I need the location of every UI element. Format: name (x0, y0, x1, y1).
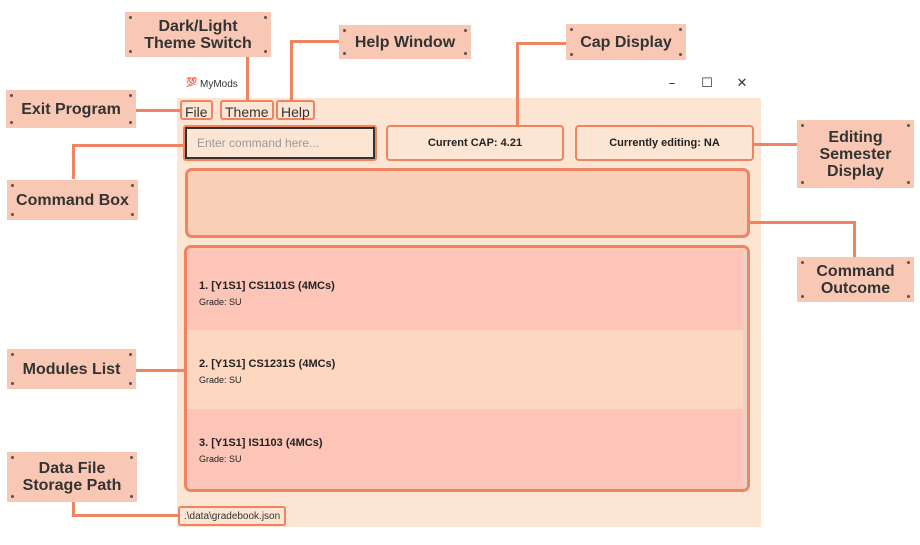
connector-line (246, 55, 249, 100)
connector-line (72, 144, 185, 147)
annotation-exit-program: Exit Program (6, 90, 136, 128)
annotation-command-outcome: Command Outcome (797, 257, 914, 302)
modules-list[interactable]: 1. [Y1S1] CS1101S (4MCs) Grade: SU 2. [Y… (184, 245, 750, 492)
connector-line (135, 109, 181, 112)
annotation-help-window: Help Window (339, 25, 471, 59)
connector-line (290, 40, 340, 43)
module-title: 1. [Y1S1] CS1101S (4MCs) (199, 280, 335, 292)
annotation-command-box: Command Box (7, 180, 138, 220)
connector-line (516, 42, 519, 125)
connector-line (516, 42, 568, 45)
module-grade: Grade: SU (199, 454, 242, 464)
module-title: 3. [Y1S1] IS1103 (4MCs) (199, 437, 323, 449)
connector-line (290, 40, 293, 100)
data-file-path: .\data\gradebook.json (178, 506, 287, 526)
annotation-text: Editing Semester Display (819, 128, 892, 180)
module-grade: Grade: SU (199, 375, 242, 385)
annotation-editing-semester: Editing Semester Display (797, 120, 914, 188)
menu-theme[interactable]: Theme (220, 100, 274, 120)
annotation-text: Dark/Light Theme Switch (144, 17, 252, 52)
list-item[interactable]: 2. [Y1S1] CS1231S (4MCs) Grade: SU (187, 330, 743, 409)
command-box[interactable] (185, 127, 375, 159)
annotation-text: Modules List (22, 360, 121, 378)
annotation-cap-display: Cap Display (566, 24, 686, 60)
editing-semester-display: Currently editing: NA (575, 125, 754, 161)
connector-line (72, 500, 75, 517)
menu-bar (177, 98, 761, 122)
menu-file[interactable]: File (180, 100, 213, 120)
command-input[interactable] (187, 129, 373, 157)
list-scrollbar[interactable] (744, 250, 747, 489)
minimize-icon[interactable]: – (668, 76, 676, 91)
menu-help[interactable]: Help (276, 100, 315, 120)
connector-line (853, 221, 856, 257)
command-outcome-box (185, 168, 750, 238)
module-title: 2. [Y1S1] CS1231S (4MCs) (199, 358, 336, 370)
connector-line (750, 221, 856, 224)
annotation-text: Command Box (16, 191, 129, 209)
close-icon[interactable]: ✕ (736, 76, 748, 91)
annotation-data-path: Data File Storage Path (7, 452, 137, 502)
annotation-text: Exit Program (21, 100, 121, 118)
maximize-icon[interactable]: ☐ (701, 76, 713, 91)
cap-display: Current CAP: 4.21 (386, 125, 564, 161)
connector-line (72, 514, 178, 517)
editing-display-text: Currently editing: NA (609, 137, 720, 149)
annotation-theme-switch: Dark/Light Theme Switch (125, 12, 271, 57)
module-grade: Grade: SU (199, 297, 242, 307)
command-box-outline (183, 125, 377, 161)
annotation-text: Help Window (354, 33, 456, 51)
status-bar (177, 505, 761, 527)
annotation-text: Data File Storage Path (22, 460, 122, 494)
connector-line (754, 143, 800, 146)
annotation-text: Cap Display (580, 33, 672, 51)
list-item[interactable]: 3. [Y1S1] IS1103 (4MCs) Grade: SU (187, 409, 743, 489)
window-title: MyMods (200, 79, 238, 90)
list-item[interactable]: 1. [Y1S1] CS1101S (4MCs) Grade: SU (187, 250, 743, 330)
cap-display-text: Current CAP: 4.21 (427, 137, 523, 149)
connector-line (135, 369, 184, 372)
connector-line (72, 144, 75, 179)
title-bar (177, 72, 761, 98)
annotation-text: Command Outcome (816, 262, 895, 297)
app-logo-icon: 💯 (186, 78, 198, 88)
annotation-modules-list: Modules List (7, 349, 136, 389)
